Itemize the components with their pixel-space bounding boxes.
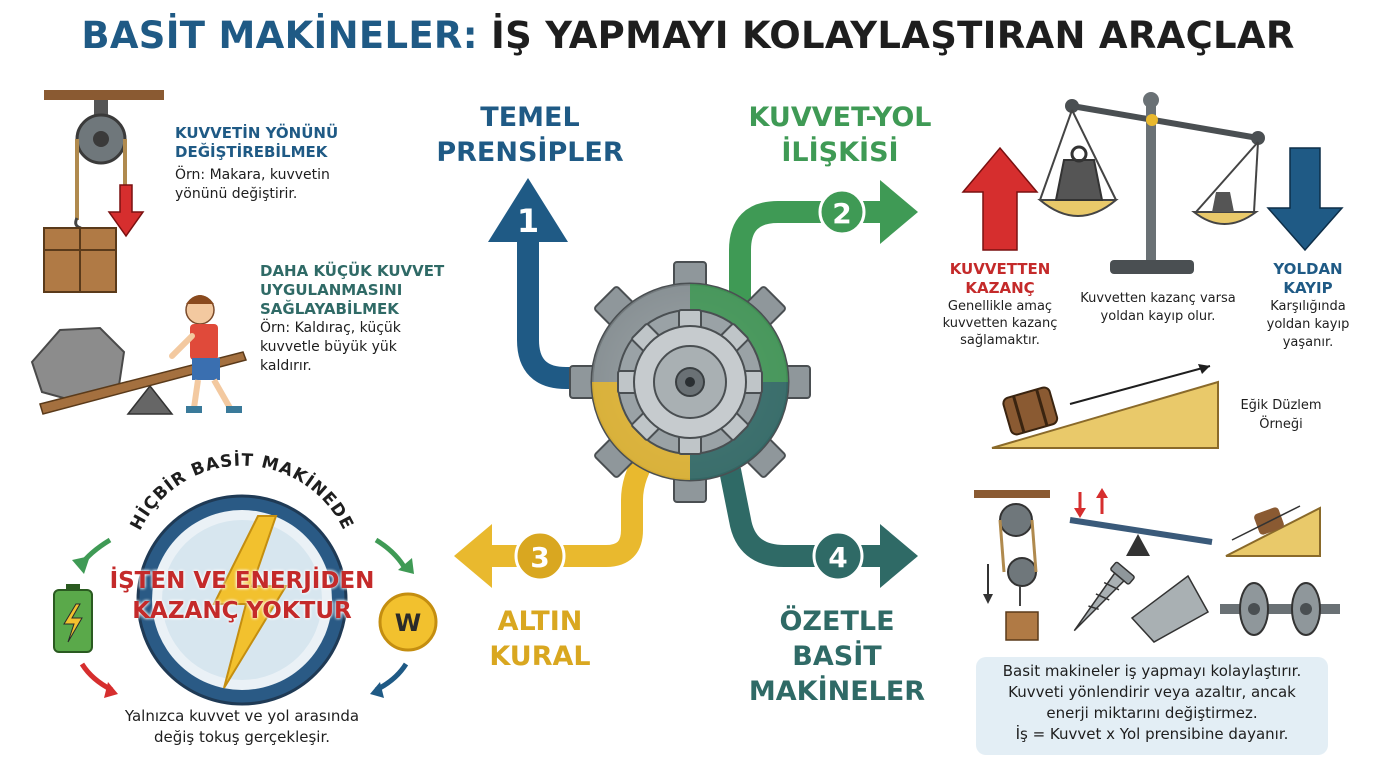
principles-heading-line2: PRENSİPLER [436, 137, 624, 168]
golden-rule-bottom-line2: değiş tokuş gerçekleşir. [153, 728, 331, 746]
page-title: BASİT MAKİNELER: İŞ YAPMAYI KOLAYLAŞTIRA… [0, 14, 1376, 57]
path-loss-text-line2: yoldan kayıp [1266, 317, 1350, 332]
force-path-middle-line1: Kuvvetten kazanç varsa [1080, 291, 1236, 306]
force-path-middle-text: Kuvvetten kazanç varsa yoldan kayıp olur… [1058, 290, 1258, 326]
principle-less-force-heading-line3: SAĞLAYABİLMEK [260, 300, 399, 318]
golden-rule-heading: ALTIN KURAL [460, 604, 620, 674]
principle-direction: KUVVETİN YÖNÜNÜ DEĞİŞTİREBİLMEK Örn: Mak… [175, 124, 375, 204]
number-2: 2 [832, 197, 851, 230]
golden-rule-main-line1: İŞTEN VE ENERJİDEN [109, 568, 375, 594]
force-gain-text-line2: kuvvetten kazanç [942, 316, 1058, 331]
force-path-heading-line1: KUVVET-YOL [748, 102, 932, 133]
summary-box-line4: İş = Kuvvet x Yol prensibine dayanır. [1015, 725, 1289, 743]
force-path-heading-line2: İLİŞKİSİ [781, 137, 899, 168]
path-loss-text-line1: Karşılığında [1270, 299, 1346, 314]
force-gain-heading-line2: KAZANÇ [965, 279, 1035, 297]
principle-direction-text-line1: Örn: Makara, kuvvetin [175, 167, 330, 183]
number-1: 1 [517, 202, 539, 240]
force-path-middle-line2: yoldan kayıp olur. [1100, 309, 1216, 324]
principle-direction-text-line2: yönünü değiştirir. [175, 186, 298, 202]
summary-heading-line1: ÖZETLE [779, 606, 895, 637]
incline-plane-illustration [991, 364, 1219, 449]
arrow-2-force-path [662, 201, 890, 387]
golden-rule-main-line2: KAZANÇ YOKTUR [132, 598, 352, 624]
principle-less-force-text-line2: kuvvetle büyük yük [260, 339, 397, 355]
golden-rule-bottom-line1: Yalnızca kuvvet ve yol arasında [124, 707, 360, 725]
gear-icon [569, 261, 811, 503]
principle-direction-heading-line2: DEĞİŞTİREBİLMEK [175, 143, 328, 161]
work-w-label: W [395, 609, 421, 637]
path-loss-text-line3: yaşanır. [1282, 335, 1334, 350]
force-gain-heading-line1: KUVVETTEN [949, 260, 1051, 278]
energy-badge-illustration [53, 494, 438, 706]
golden-rule-main-text: İŞTEN VE ENERJİDEN KAZANÇ YOKTUR [92, 566, 392, 626]
summary-box-line1: Basit makineler iş yapmayı kolaylaştırır… [1002, 662, 1302, 680]
number-4: 4 [828, 541, 847, 574]
page-title-part2: İŞ YAPMAYI KOLAYLAŞTIRAN ARAÇLAR [491, 14, 1295, 57]
path-loss: YOLDAN KAYIP Karşılığında yoldan kayıp y… [1248, 260, 1368, 352]
force-gain-text-line1: Genellikle amaç [947, 299, 1053, 314]
principle-less-force-heading-line1: DAHA KÜÇÜK KUVVET [260, 262, 445, 280]
number-3: 3 [530, 541, 549, 574]
summary-box-line2: Kuvveti yönlendirir veya azaltır, ancak [1008, 683, 1296, 701]
arrow-1-principles [517, 200, 610, 389]
summary-heading: ÖZETLE BASİT MAKİNELER [700, 604, 974, 709]
golden-rule-heading-line2: KURAL [489, 641, 591, 672]
force-gain: KUVVETTEN KAZANÇ Genellikle amaç kuvvett… [925, 260, 1075, 349]
principle-less-force: DAHA KÜÇÜK KUVVET UYGULANMASINI SAĞLAYAB… [260, 262, 480, 376]
summary-box: Basit makineler iş yapmayı kolaylaştırır… [976, 657, 1328, 755]
summary-heading-line2: BASİT MAKİNELER [748, 641, 926, 707]
page-title-part1: BASİT MAKİNELER: [81, 14, 478, 57]
golden-rule-heading-line1: ALTIN [497, 606, 583, 637]
arrow-4-summary [719, 467, 890, 567]
simple-machines-collection-illustration [974, 488, 1340, 643]
golden-rule-bottom-text: Yalnızca kuvvet ve yol arasında değiş to… [72, 706, 412, 748]
lever-illustration [30, 295, 247, 415]
force-path-heading: KUVVET-YOL İLİŞKİSİ [730, 100, 950, 170]
incline-label-line2: Örneği [1259, 417, 1303, 432]
path-loss-heading-line1: YOLDAN [1273, 260, 1343, 278]
balance-scale-illustration [961, 92, 1344, 274]
incline-label-line1: Eğik Düzlem [1240, 398, 1322, 413]
path-loss-heading-line2: KAYIP [1283, 279, 1333, 297]
principle-less-force-text-line1: Örn: Kaldıraç, küçük [260, 320, 401, 336]
pulley-illustration [43, 90, 164, 293]
principle-direction-heading-line1: KUVVETİN YÖNÜNÜ [175, 124, 339, 142]
incline-label: Eğik Düzlem Örneği [1226, 396, 1336, 434]
force-gain-text-line3: sağlamaktır. [960, 333, 1040, 348]
summary-box-line3: enerji miktarını değiştirmez. [1046, 704, 1258, 722]
principle-less-force-text-line3: kaldırır. [260, 358, 312, 374]
principles-heading-line1: TEMEL [480, 102, 580, 133]
principle-less-force-heading-line2: UYGULANMASINI [260, 281, 403, 299]
principles-heading: TEMEL PRENSİPLER [430, 100, 630, 170]
